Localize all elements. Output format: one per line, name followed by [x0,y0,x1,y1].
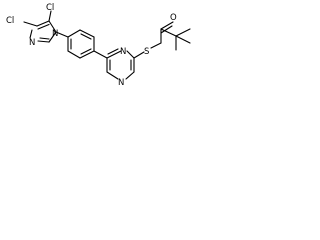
atom-label-n: N [52,29,58,39]
bond [37,40,50,43]
bond [48,20,57,33]
bond [67,50,81,59]
bond [175,28,191,37]
bond [175,35,191,44]
bond [48,31,57,43]
atom-label-s: S [144,47,149,57]
atom-label-n: N [29,38,35,48]
phenyl-ring [67,29,95,59]
molecule-structure-diagram: Cl Cl N N N N S O [6,3,191,88]
bond [106,71,119,80]
bond [80,33,92,40]
bond [79,50,95,59]
bond [23,21,38,27]
bond [39,37,50,40]
atom-label-cl: Cl [6,16,14,26]
bond [133,51,145,59]
bond [126,50,135,59]
bond [107,48,119,55]
pyrimidine-ring [106,48,135,80]
bond [79,29,95,38]
bond [67,29,81,38]
bond [37,23,50,30]
bond [36,20,50,27]
bond [160,25,173,34]
bond [106,50,122,59]
atom-label-n: N [118,78,124,88]
side-chain [150,21,191,51]
imidazole-ring [23,10,57,43]
bond [80,48,92,55]
bond [160,28,177,37]
atom-label-o: O [170,13,177,23]
bond [125,71,135,80]
bond [93,50,108,59]
bond [48,10,52,22]
bond [160,21,174,30]
bond [55,31,69,38]
atom-label-n: N [120,47,126,57]
bond [29,29,33,39]
bond [150,42,162,49]
atom-label-cl: Cl [46,3,54,13]
